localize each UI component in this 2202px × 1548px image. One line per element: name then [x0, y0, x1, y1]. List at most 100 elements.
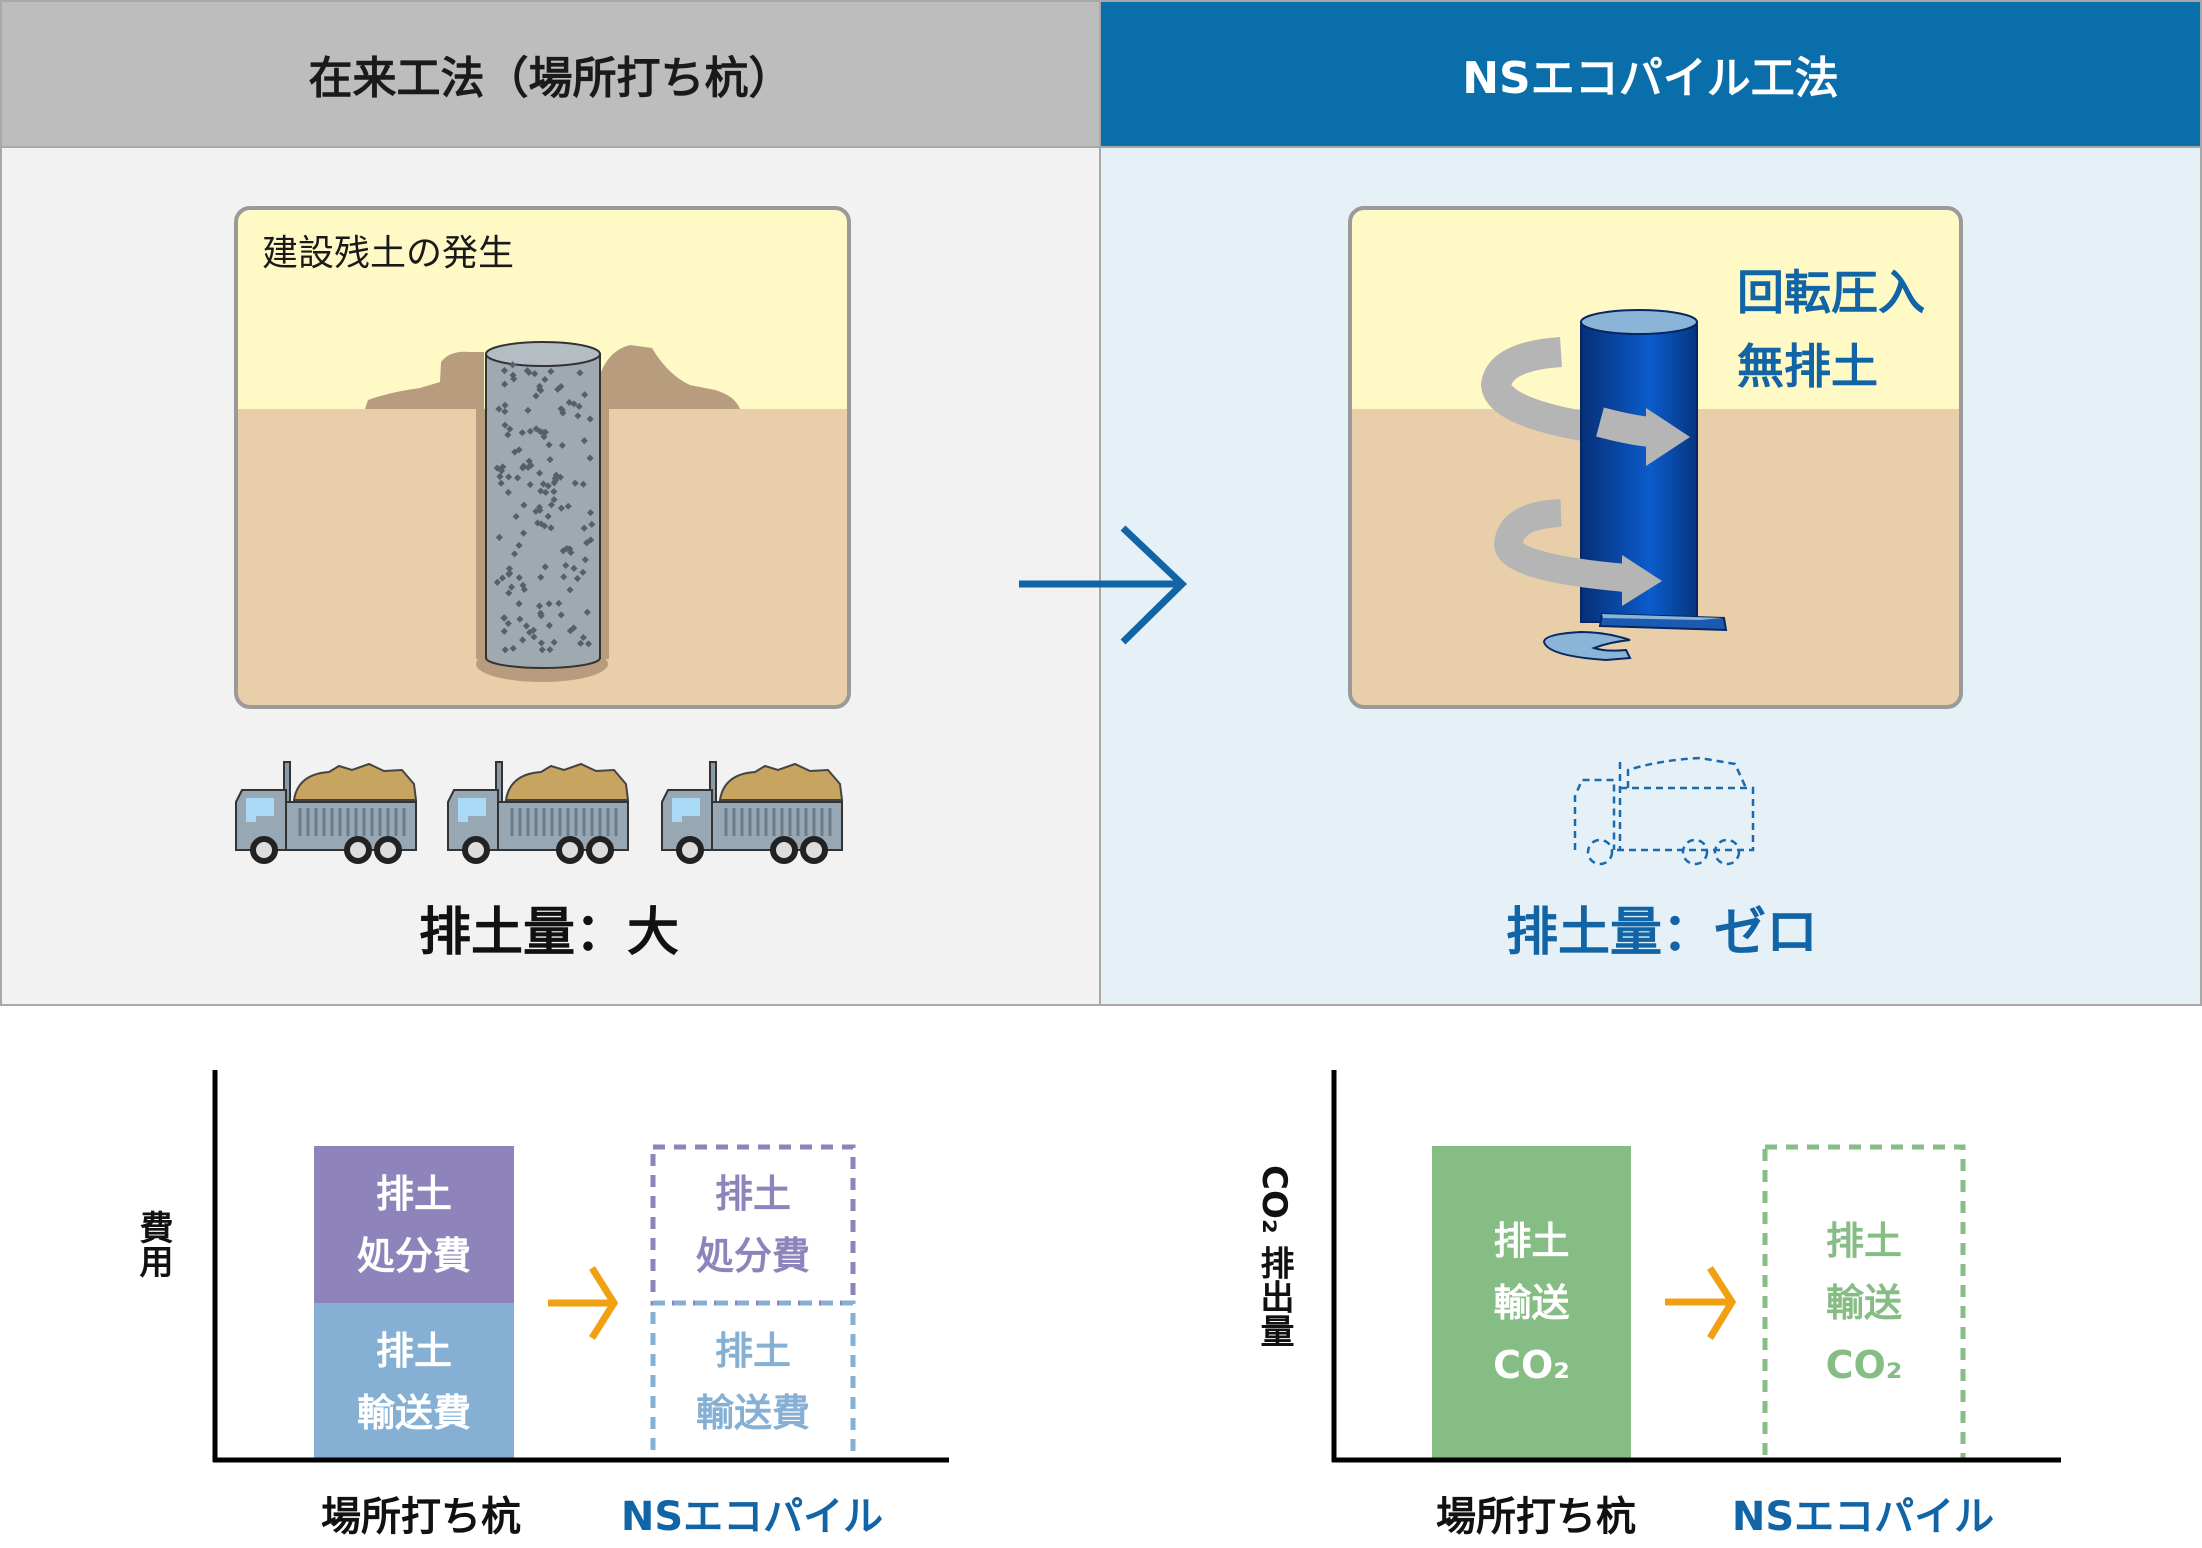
aggregate-dot [512, 512, 520, 521]
aggregate-dot [526, 481, 534, 489]
aggregate-dot [500, 367, 509, 375]
label-line: CO₂ [1493, 1343, 1570, 1387]
aggregate-dot [542, 488, 550, 496]
aggregate-dot [522, 622, 530, 630]
aggregate-dot [504, 619, 512, 627]
rotary-press-label: 回転圧入 [1737, 266, 1925, 321]
aggregate-dot [559, 409, 567, 417]
aggregate-dot [562, 561, 570, 569]
label-line: 排土 [714, 1171, 791, 1216]
soil-mound-left [365, 351, 484, 409]
aggregate-dot [563, 545, 571, 553]
scene-label: 建設残土の発生 [262, 233, 515, 274]
aggregate-dot [537, 487, 545, 495]
aggregate-dot [500, 614, 508, 622]
aggregate-dot [557, 504, 565, 512]
aggregate-dot [493, 578, 501, 586]
label-line: 排土 [375, 1171, 452, 1216]
no-soil-label: 無排土 [1737, 340, 1878, 395]
aggregate-dot [571, 479, 579, 487]
label-line: 排土 [714, 1328, 791, 1373]
aggregate-dot [515, 541, 523, 549]
aggregate-dot [519, 636, 527, 644]
aggregate-dot [558, 441, 566, 449]
aggregate-dot [541, 375, 549, 384]
reduction-arrow-icon [1665, 1266, 1737, 1340]
aggregate-dot [550, 488, 558, 496]
aggregate-dot [498, 574, 506, 582]
aggregate-dot [538, 646, 546, 654]
aggregate-dot [540, 433, 548, 441]
label-line: 輸送 [1493, 1281, 1570, 1325]
aggregate-dot [500, 627, 508, 635]
aggregate-dot [550, 496, 558, 504]
transport-cost-zero-outline [650, 1300, 856, 1463]
aggregate-dot [579, 633, 587, 642]
aggregate-dot [520, 462, 528, 470]
disposal-cost-bar [314, 1146, 514, 1303]
aggregate-dot [510, 550, 519, 558]
aggregate-dot [555, 599, 563, 607]
aggregate-dot [547, 524, 555, 532]
aggregate-dot [547, 501, 555, 509]
aggregate-dot [535, 503, 543, 511]
aggregate-dot [520, 529, 528, 537]
aggregate-dot [520, 501, 528, 509]
category-cast-in-place: 場所打ち杭 [1436, 1494, 1636, 1540]
aggregate-dot [501, 407, 509, 416]
aggregate-dot [544, 482, 552, 490]
co2-bar-label: 排土 輸送 CO₂ [1432, 1146, 1631, 1460]
aggregate-dot [573, 575, 581, 583]
aggregate-dot [505, 565, 513, 573]
aggregate-dot [506, 569, 514, 577]
dump-truck-icon [236, 762, 416, 861]
aggregate-dot [552, 471, 560, 479]
aggregate-dot [576, 369, 584, 377]
aggregate-dot [583, 608, 591, 616]
aggregate-dot [525, 368, 533, 376]
aggregate-dot [579, 568, 587, 576]
label-line: 輸送費 [695, 1390, 810, 1435]
aggregate-dot [557, 611, 565, 619]
aggregate-dot [584, 640, 593, 648]
aggregate-dot [547, 367, 555, 375]
aggregate-dot [537, 609, 545, 617]
aggregate-dot [587, 536, 595, 544]
aggregate-dot [525, 457, 533, 465]
reduction-arrow-icon [548, 1266, 619, 1340]
empty-truck-outline-icon [1573, 756, 1755, 866]
transport-cost-bar [314, 1303, 514, 1460]
aggregate-dot [544, 512, 552, 520]
aggregate-dot [501, 421, 509, 429]
ns-ecopile-header: NSエコパイル工法 [1101, 2, 2200, 148]
aggregate-dot [526, 427, 534, 435]
label-line: 排土 [1825, 1219, 1902, 1263]
aggregate-dot [509, 361, 517, 369]
aggregate-dot [570, 400, 578, 408]
aggregate-dot [537, 639, 545, 647]
aggregate-dot [581, 556, 589, 564]
aggregate-dot [495, 533, 503, 541]
aggregate-dot [546, 456, 554, 464]
aggregate-dot [554, 385, 562, 393]
aggregate-dot [564, 502, 572, 510]
co2-chart [1331, 1070, 2061, 1463]
aggregate-dot [537, 520, 545, 528]
category-ns-ecopile: NSエコパイル [1731, 1494, 1995, 1540]
aggregate-dot [515, 574, 523, 582]
aggregate-dot [509, 644, 517, 652]
aggregate-dot [545, 621, 553, 629]
aggregate-dot [511, 448, 519, 456]
aggregate-dot [518, 429, 526, 437]
aggregate-dot [586, 509, 595, 517]
transition-arrow-icon [1019, 525, 1188, 645]
aggregate-dot [550, 638, 558, 646]
disposal-cost-label: 排土 処分費 [314, 1146, 514, 1303]
aggregate-dot [504, 431, 512, 439]
aggregate-dot [498, 467, 506, 475]
label-line: CO₂ [1825, 1343, 1903, 1387]
aggregate-dot [501, 646, 509, 654]
aggregate-dot [586, 415, 594, 423]
aggregate-dot [574, 412, 582, 420]
